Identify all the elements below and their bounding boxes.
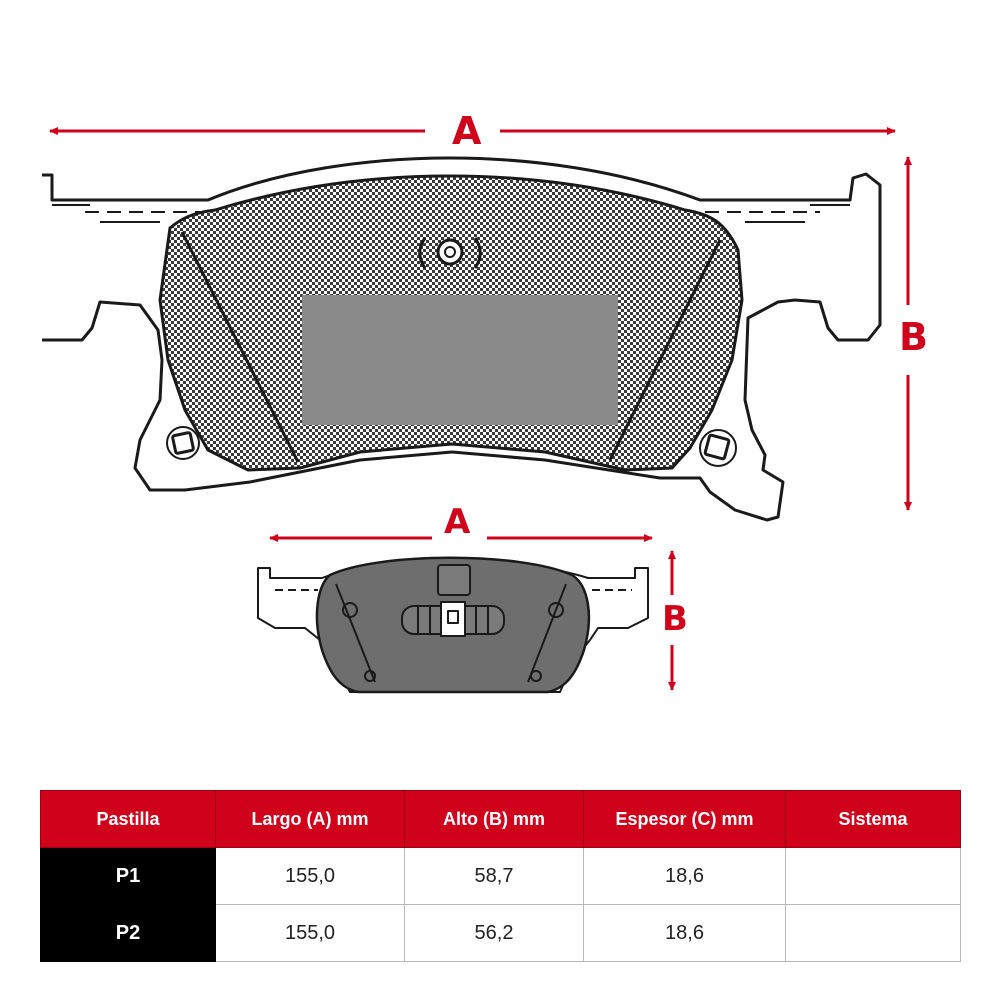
table-row: P2 155,0 56,2 18,6 [40, 904, 961, 962]
table-header-row: Pastilla Largo (A) mm Alto (B) mm Espeso… [40, 790, 961, 848]
alto-cell: 58,7 [404, 847, 584, 905]
header-sistema: Sistema [785, 790, 961, 848]
front-height-label: B [893, 318, 934, 356]
pad-id-cell: P1 [40, 847, 216, 905]
pad-id-cell: P2 [40, 904, 216, 962]
table-row: P1 155,0 58,7 18,6 [40, 847, 961, 905]
header-pastilla: Pastilla [40, 790, 216, 848]
espesor-cell: 18,6 [583, 904, 786, 962]
espesor-cell: 18,6 [583, 847, 786, 905]
front-label-plate [302, 295, 618, 425]
sistema-cell [785, 904, 961, 962]
specifications-table: Pastilla Largo (A) mm Alto (B) mm Espeso… [40, 790, 961, 962]
header-alto: Alto (B) mm [404, 790, 584, 848]
front-width-label: A [446, 112, 488, 150]
rear-height-label: B [656, 602, 694, 636]
rear-width-label: A [438, 505, 477, 539]
alto-cell: 56,2 [404, 904, 584, 962]
sistema-cell [785, 847, 961, 905]
front-dimension-lines [49, 127, 912, 511]
largo-cell: 155,0 [215, 904, 405, 962]
largo-cell: 155,0 [215, 847, 405, 905]
rear-dimension-lines [269, 534, 676, 691]
brake-pad-drawing [42, 127, 912, 694]
header-largo: Largo (A) mm [215, 790, 405, 848]
header-espesor: Espesor (C) mm [583, 790, 786, 848]
brake-pad-rear-icon [257, 556, 649, 694]
brake-pad-diagram: A B A B [42, 112, 934, 694]
